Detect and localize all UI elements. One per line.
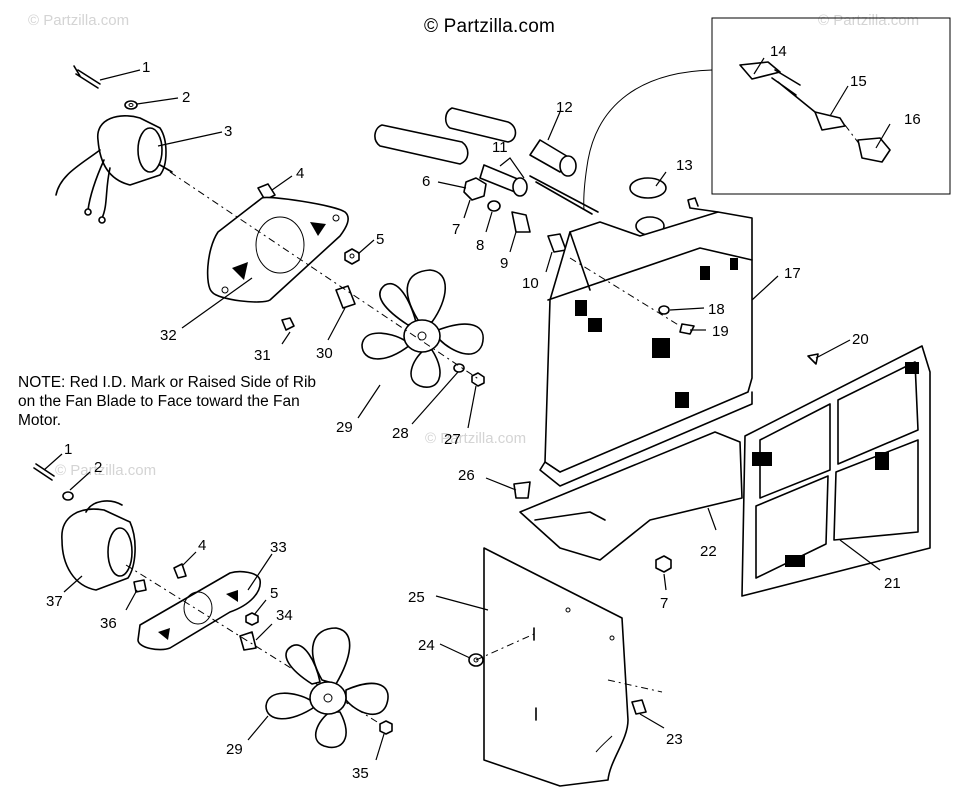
- callout-5-lower: 5: [270, 585, 278, 602]
- watermark-center: © Partzilla.com: [425, 430, 527, 447]
- callout-1: 1: [142, 59, 150, 76]
- callout-32: 32: [160, 327, 177, 344]
- callout-18: 18: [708, 301, 725, 318]
- callout-10: 10: [522, 275, 539, 292]
- watermark-left: © Partzilla.com: [55, 462, 157, 479]
- callout-31: 31: [254, 347, 271, 364]
- callout-29-upper: 29: [336, 419, 353, 436]
- copyright-text: © Partzilla.com: [424, 16, 556, 37]
- callout-13: 13: [676, 157, 693, 174]
- callout-26: 26: [458, 467, 475, 484]
- callout-7-lower: 7: [660, 595, 668, 612]
- callout-2-lower: 2: [94, 459, 102, 476]
- callout-11: 11: [492, 139, 508, 156]
- fan-blade-note: NOTE: Red I.D. Mark or Raised Side of Ri…: [18, 374, 317, 429]
- callout-35: 35: [352, 765, 369, 782]
- callout-36: 36: [100, 615, 117, 632]
- callout-24: 24: [418, 637, 435, 654]
- upper-fan-motor-assembly: [55, 65, 485, 388]
- leader-lines: [43, 57, 891, 761]
- lower-fan-motor-assembly: [33, 463, 393, 749]
- callout-34: 34: [276, 607, 293, 624]
- callout-29-lower: 29: [226, 741, 243, 758]
- callout-8: 8: [476, 237, 484, 254]
- callout-37: 37: [46, 593, 63, 610]
- callout-14: 14: [770, 43, 787, 60]
- callout-4: 4: [296, 165, 304, 182]
- callout-23: 23: [666, 731, 683, 748]
- callout-3: 3: [224, 123, 232, 140]
- callout-21: 21: [884, 575, 901, 592]
- callout-9: 9: [500, 255, 508, 272]
- callout-1-lower: 1: [64, 441, 72, 458]
- callout-20: 20: [852, 331, 869, 348]
- callout-27: 27: [444, 431, 461, 448]
- callout-4-lower: 4: [198, 537, 206, 554]
- callout-19: 19: [712, 323, 729, 340]
- inset-box: [583, 17, 951, 211]
- callout-22: 22: [700, 543, 717, 560]
- callout-6: 6: [422, 173, 430, 190]
- callout-30: 30: [316, 345, 333, 362]
- callout-5: 5: [376, 231, 384, 248]
- callout-15: 15: [850, 73, 867, 90]
- watermark-top-right: © Partzilla.com: [818, 12, 920, 29]
- callout-labels: 1 2 3 4 5 32 31 30 29 28 27 6 7 8 9 10 1…: [46, 43, 921, 782]
- callout-12: 12: [556, 99, 573, 116]
- callout-25: 25: [408, 589, 425, 606]
- callout-16: 16: [904, 111, 921, 128]
- callout-33: 33: [270, 539, 287, 556]
- callout-28: 28: [392, 425, 409, 442]
- radiator-assembly: [374, 107, 931, 787]
- callout-17: 17: [784, 265, 801, 282]
- callout-2: 2: [182, 89, 190, 106]
- watermark-top-left: © Partzilla.com: [28, 12, 130, 29]
- callout-7-upper: 7: [452, 221, 460, 238]
